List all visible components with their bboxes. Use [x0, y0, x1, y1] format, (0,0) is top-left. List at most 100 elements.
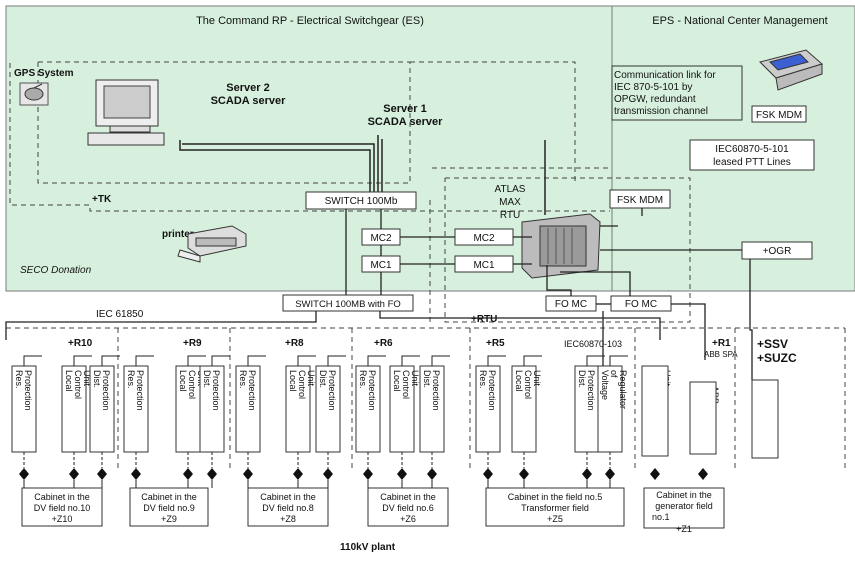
field-bus: [5, 311, 661, 340]
unit-label-1-0: Res.Protection: [126, 370, 145, 411]
unit-label-3-1-word: Unit: [410, 370, 420, 387]
unit-label-2-1-word: Control: [297, 370, 307, 399]
gen-protection-box: [689, 381, 717, 455]
unit-label-4-1-word: Control: [523, 370, 533, 399]
connector-4-1: [519, 468, 529, 480]
comm-link-line1: Communication link for: [614, 70, 716, 81]
unit-label-4-2-word: Dist.: [577, 370, 587, 388]
unit-link-3-1: [401, 355, 420, 366]
gps-icon: [19, 82, 49, 106]
connector-1-0: [131, 468, 141, 480]
connector-3-2: [427, 468, 437, 480]
mc2-left-label: MC2: [370, 233, 392, 244]
unit-label-4-3-word: Regulator: [618, 370, 628, 409]
generator-field: Cabinet in the generator field no.1 +Z1: [641, 365, 779, 534]
tk-label: +TK: [92, 194, 112, 205]
connector-0-1: [69, 468, 79, 480]
rtu-cabinet-icon: [521, 213, 601, 279]
unit-label-0-1-word: Unit: [82, 370, 92, 387]
abb-spa-label: ABB SPA: [704, 350, 738, 359]
unit-link-4-2: [586, 355, 605, 366]
mc2-right-label: MC2: [473, 233, 495, 244]
unit-label-4-1-word: Local: [514, 370, 524, 392]
connector-0-2: [97, 468, 107, 480]
group-tag-4: +R5: [486, 338, 505, 349]
unit-link-1-2: [211, 355, 230, 366]
connector-1-1: [183, 468, 193, 480]
unit-label-2-2-word: Protection: [327, 370, 337, 411]
cabinet-line-0-2: +Z10: [52, 514, 73, 524]
unit-box-2-2: [315, 365, 341, 453]
unit-link-4-1: [523, 355, 542, 366]
cabinet-box-1: [129, 487, 209, 527]
switch-fo-label: SWITCH 100MB with FO: [295, 299, 401, 310]
unit-label-1-2: Dist.Protection: [202, 370, 221, 411]
gen-cabinet-line4: +Z1: [676, 524, 692, 534]
cabinet-box-4: [485, 487, 625, 527]
unit-label-3-0: Res.Protection: [358, 370, 377, 411]
unit-label-3-1-word: Control: [401, 370, 411, 399]
connector-4-2: [582, 468, 592, 480]
unit-label-3-2-word: Protection: [431, 370, 441, 411]
cabinet-line-1-0: Cabinet in the: [141, 492, 197, 502]
connector-3-1: [397, 468, 407, 480]
unit-box-1-0: [123, 365, 149, 453]
unit-label-2-0: Res.Protection: [238, 370, 257, 411]
atlas-line2: MAX: [499, 197, 521, 208]
gen-local-control-box: [641, 365, 669, 457]
printer-label: printer: [162, 229, 194, 240]
unit-label-3-2: Dist.Protection: [422, 370, 441, 411]
unit-box-3-2: [419, 365, 445, 453]
cabinet-line-4-0: Cabinet in the field no.5: [508, 492, 603, 502]
es-title: The Command RP - Electrical Switchgear (…: [196, 15, 424, 27]
unit-link-1-1: [187, 355, 206, 366]
server2-line1: Server 2: [226, 82, 269, 94]
connector-3-0: [363, 468, 373, 480]
unit-label-0-2-word: Dist.: [92, 370, 102, 388]
mc1-left-label: MC1: [370, 260, 392, 271]
rtu-label: +RTU: [471, 314, 497, 325]
unit-label-0-0-word: Protection: [23, 370, 33, 411]
connector-2-2: [323, 468, 333, 480]
suzc-label: +SUZC: [757, 351, 797, 365]
gps-label: GPS System: [14, 68, 74, 79]
plant-label: 110kV plant: [340, 542, 396, 553]
unit-link-3-0: [367, 355, 386, 366]
impulse-box: [751, 379, 779, 459]
comm-link-line3: OPGW, redundant: [614, 94, 696, 105]
unit-link-0-1: [73, 355, 92, 366]
fsk-mdm-top-label: FSK MDM: [756, 110, 802, 121]
gen-cabinet-line2: generator field: [655, 501, 713, 511]
unit-link-2-0: [247, 355, 266, 366]
cabinet-line-0-0: Cabinet in the: [34, 492, 90, 502]
cabinet-line-2-0: Cabinet in the: [260, 492, 316, 502]
server-links: [179, 135, 546, 215]
group-tag-2: +R8: [285, 338, 304, 349]
unit-box-3-0: [355, 365, 381, 453]
switch100-box: [305, 191, 417, 210]
unit-label-4-2: Dist.Protection: [577, 370, 596, 411]
connector-0-0: [19, 468, 29, 480]
cabinet-line-4-2: +Z5: [547, 514, 563, 524]
unit-box-4-0: [475, 365, 501, 453]
unit-link-4-3: [609, 355, 628, 366]
group-tag-0: +R10: [68, 338, 93, 349]
unit-label-4-3-word: Voltage: [600, 370, 610, 400]
cabinet-box-0: [21, 487, 103, 527]
unit-label-2-2: Dist.Protection: [318, 370, 337, 411]
mc1-right-label: MC1: [473, 260, 495, 271]
fsk-mdm-top-box: [751, 105, 807, 123]
connector-1-2: [207, 468, 217, 480]
cabinet-line-1-2: +Z9: [161, 514, 177, 524]
unit-label-4-1-word: Unit: [532, 370, 542, 387]
unit-label-3-0-word: Res.: [358, 370, 368, 389]
connector-4-0: [483, 468, 493, 480]
unit-label-2-1-word: Local: [288, 370, 298, 392]
unit-link-2-1: [297, 355, 316, 366]
